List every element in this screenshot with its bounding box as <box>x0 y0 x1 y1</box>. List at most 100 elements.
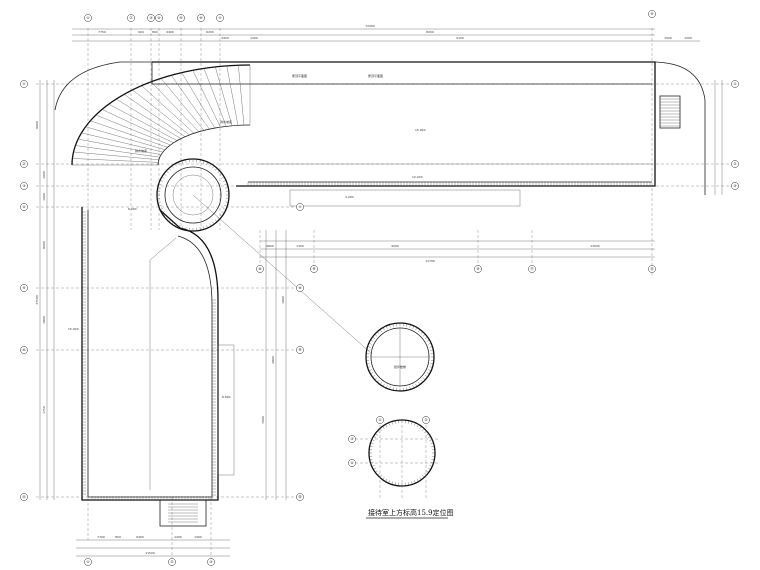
note-text: 屋顶平面图 <box>368 73 383 78</box>
dim-text: 1900 <box>194 535 202 539</box>
stair-tread <box>192 70 221 128</box>
axis-label: ⑨ <box>298 348 302 352</box>
hatch-tick <box>181 160 183 164</box>
axis-bubbles-left: ① ② ③ ④ ⑤ ⑥ Ⓐ ⑦ ⑧ ⑨ <box>20 80 304 501</box>
hatch-tick <box>209 163 212 167</box>
hatch-tick <box>223 180 226 182</box>
axis-bubbles-bottom: ① ② ③ <box>84 558 215 566</box>
rotunda <box>156 158 373 355</box>
hatch-tick <box>160 208 163 210</box>
hatch-tick <box>174 163 177 167</box>
axis-label: ⑤ <box>179 16 183 20</box>
dimension-text: 72400 8200 7750 900 800 4400 6200 1200 3… <box>35 24 692 555</box>
hatch-tick <box>166 216 169 220</box>
hatch-tick <box>174 223 177 227</box>
dim-text: 8200 <box>426 30 434 34</box>
stair-tread <box>95 114 171 146</box>
dim-text: 6200 <box>206 30 214 34</box>
dim-text: 9000 <box>35 121 39 129</box>
dim-text: 6400 <box>136 535 144 539</box>
dim-text: 11700 <box>425 259 435 263</box>
level-text: 15.900 <box>415 128 426 132</box>
level-text: 12.200 <box>412 175 423 179</box>
axis-grid-lines <box>36 28 735 560</box>
dim-text: 9100 <box>456 36 464 40</box>
hatch-tick <box>224 205 228 207</box>
axis-label: ① <box>733 82 736 86</box>
stair-tread <box>171 75 210 130</box>
stair-tread <box>132 89 190 136</box>
stair-tread <box>75 145 160 158</box>
dim-text: 7700 <box>97 535 105 539</box>
hatch-tick <box>160 180 163 182</box>
axis-label: ⑥ <box>199 16 203 20</box>
stair-tread <box>72 158 159 163</box>
axis-label: ③ <box>350 437 353 441</box>
stair-tread <box>101 109 174 143</box>
axis-label: ⑥ <box>22 348 26 352</box>
dim-text: 1200 <box>174 535 182 539</box>
level-text: 6.300 <box>128 207 137 211</box>
hatch-tick <box>199 227 201 231</box>
detail-axis-bubbles: ① ② ③ ④ <box>348 416 430 467</box>
axis-label: ② <box>129 16 132 20</box>
hatch-tick <box>221 211 225 214</box>
axis-label: ⑨ <box>312 267 316 271</box>
note-text: 排水坡度 <box>135 148 147 153</box>
dim-text: 37500 <box>35 295 39 305</box>
note-text: 屋顶平面图 <box>292 73 307 78</box>
axis-label: ② <box>170 560 173 564</box>
dim-text: 1200 <box>684 36 692 40</box>
hatch-tick <box>214 168 218 171</box>
axis-label: ③ <box>209 560 212 564</box>
dim-text: 13000 <box>590 244 600 248</box>
hatch-tick <box>157 201 161 203</box>
annotations: 屋顶平面图 屋顶平面图 排水坡度 排水坡度 15.900 12.200 4.20… <box>68 73 426 399</box>
dim-text: 1750 <box>42 406 46 414</box>
dim-text: 7000 <box>261 416 265 424</box>
dim-text: 8000 <box>42 241 46 249</box>
hatch-tick <box>163 173 167 176</box>
note-text: 踏步楼梯 <box>394 364 406 369</box>
hatch-tick <box>209 223 212 227</box>
hatch-tick <box>217 216 220 220</box>
curved-staircase <box>71 64 251 166</box>
axis-bubbles-right: ① ② ③ <box>731 80 739 190</box>
hatch-tick <box>171 165 174 169</box>
dim-text: 4400 <box>166 30 174 34</box>
axis-bubbles-top: ① ② ③ ④ ⑤ ⑥ ⑦ ⑩ <box>84 10 656 22</box>
stair-tread <box>124 94 186 137</box>
axis-label: ① <box>86 16 89 20</box>
hatch-tick <box>214 219 218 222</box>
level-text: 8.600 <box>222 395 231 399</box>
top-wing-outline <box>54 61 706 207</box>
dim-text: 3450 <box>221 36 229 40</box>
dim-text: 7750 <box>98 30 106 34</box>
hatch-tick <box>219 173 223 176</box>
hatch-tick <box>203 160 205 164</box>
hatch-tick <box>168 168 172 171</box>
hatch-tick <box>178 162 180 165</box>
note-text: 排水坡度 <box>220 119 232 124</box>
axis-label: ⑫ <box>650 266 654 271</box>
stair-tread <box>226 65 239 126</box>
level-text: 15.900 <box>68 327 79 331</box>
hatch-tick <box>158 183 162 185</box>
dim-text: 1000 <box>42 171 46 179</box>
hatch-tick <box>217 170 220 174</box>
stair-tread <box>81 132 163 153</box>
axis-label: ③ <box>22 184 25 188</box>
hatch-tick <box>166 170 169 174</box>
hatch-tick <box>163 214 167 217</box>
stair-tread <box>73 151 159 160</box>
hatch-tick <box>221 176 225 179</box>
hatch-tick <box>171 221 174 225</box>
drawing-caption: 接待室上方标高15.9定位图 <box>368 508 454 517</box>
hatch-tick <box>161 176 165 179</box>
hatch-tick <box>225 201 229 203</box>
axis-label: ③ <box>149 16 152 20</box>
axis-label: ⑬ <box>298 494 302 499</box>
stair-tread <box>141 85 195 134</box>
stair-tread <box>116 98 181 139</box>
